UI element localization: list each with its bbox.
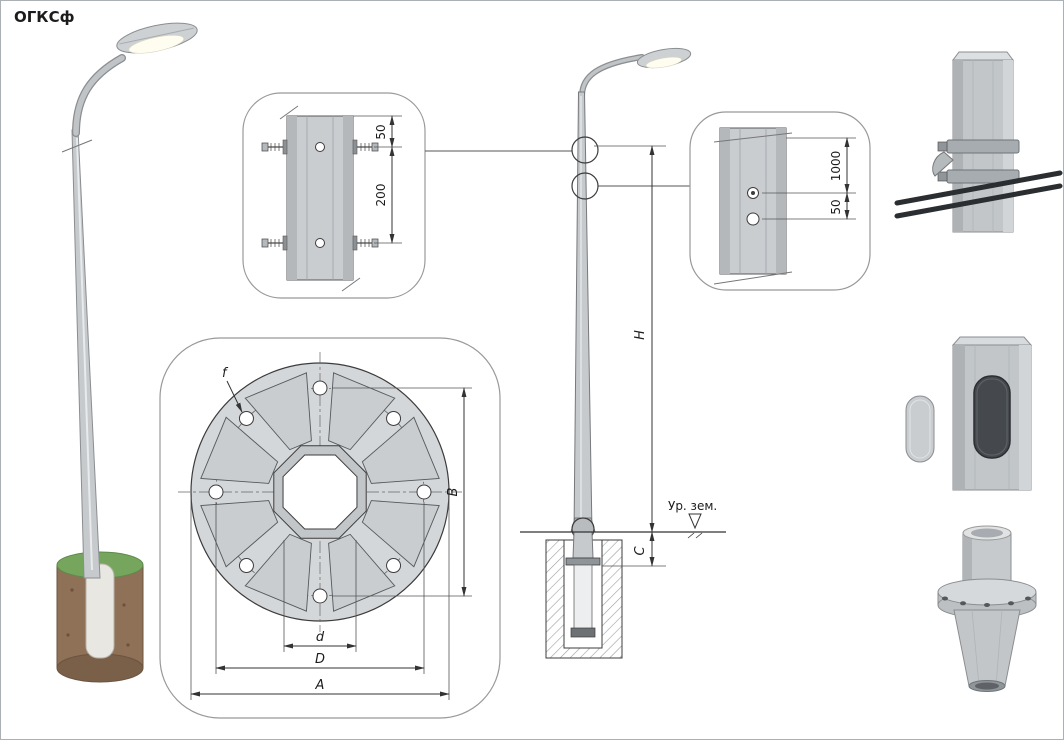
render-access-door [905, 336, 1033, 491]
facet-shade [287, 116, 297, 280]
dim-label-D: D [315, 652, 325, 667]
flange-gussets [200, 372, 440, 612]
render-base-flange [937, 525, 1037, 692]
suspension-rod [894, 183, 1063, 219]
ground-tick [695, 532, 703, 539]
dim-label-f: f [222, 366, 229, 381]
soil-speckle [70, 588, 74, 592]
flange-hole [208, 484, 224, 500]
facet-shade [963, 533, 972, 588]
callout-right-detail: 1000 50 [689, 111, 871, 291]
luminaire-ridge [119, 27, 194, 45]
foundation-hatch [546, 540, 622, 658]
clamp-hole [315, 142, 325, 152]
prism-top-face [951, 336, 1033, 346]
flange-bolt-hole [960, 601, 966, 606]
facet-shade [343, 116, 353, 280]
band-clamp [946, 139, 1020, 154]
dim-label-H: H [633, 330, 648, 340]
door-opening [973, 375, 1011, 459]
ground-label: Ур. зем. [668, 499, 717, 513]
flange-holes [208, 380, 432, 604]
dim-label-1000: 1000 [829, 151, 843, 182]
tube-bore [971, 528, 1003, 538]
grounding-bolt-center [751, 191, 755, 195]
facet-shade [776, 128, 786, 274]
flange-bolt-hole [942, 596, 948, 601]
dim-label-C: C [633, 546, 648, 556]
bolt-head [261, 142, 269, 152]
door-cover-highlight [909, 399, 931, 459]
pole-highlight [76, 137, 93, 571]
suspension-rod [894, 170, 1063, 206]
dim-label-B: B [446, 487, 461, 496]
drawing-title: ОГКСф [14, 8, 75, 26]
dim-label-d: d [316, 630, 325, 645]
suspension-wedge [932, 151, 954, 177]
bracket-arm [580, 55, 644, 98]
ground-tick [687, 532, 695, 539]
pole-base-flare [570, 517, 596, 533]
flange-hole [312, 588, 328, 604]
luminaire-glow [128, 34, 185, 54]
clamp-plate [282, 139, 288, 155]
pole-joint-mark [61, 139, 93, 153]
flange-top [937, 578, 1037, 606]
flange-hole [312, 380, 328, 396]
break-mark [279, 105, 299, 120]
clamp-hole [315, 238, 325, 248]
callout-flange-plan: f B d D A [159, 337, 501, 719]
pole-elevation: Ур. зем. H C [425, 47, 726, 659]
flange-bolt-hole [1025, 596, 1031, 601]
facet-line [971, 609, 980, 687]
bracket-arm [73, 55, 125, 136]
flange-hole [416, 484, 432, 500]
facet-shade [720, 128, 730, 274]
leader-f [226, 380, 243, 413]
clamp-bolt-block [937, 141, 948, 152]
flange-bolt-hole [1008, 601, 1014, 606]
render-top-clamps [894, 51, 1063, 233]
dim-label-50: 50 [829, 199, 843, 214]
flange-bolt-hole [984, 603, 990, 607]
clamp-bolt [261, 139, 288, 155]
break-mark [713, 132, 793, 143]
door-cover [905, 395, 935, 463]
detail-marker-circle [571, 136, 599, 164]
soil-speckle [126, 643, 130, 647]
soil-speckle [66, 633, 70, 637]
facet-shade [1019, 345, 1031, 490]
pole-section [719, 127, 787, 275]
luminaire [636, 47, 692, 69]
foundation-sleeve [85, 563, 115, 659]
facet-line [995, 609, 1003, 687]
callout-top-detail: 50 200 [242, 92, 426, 299]
detail-marker-circle [571, 172, 599, 200]
drain-hole [746, 212, 760, 226]
break-mark [713, 271, 793, 285]
luminaire [116, 22, 198, 54]
door-opening-rim [976, 378, 1008, 456]
dim-label-200: 200 [374, 184, 388, 207]
dim-label-50: 50 [374, 124, 388, 139]
skirt-bore [975, 682, 999, 690]
break-mark [341, 277, 361, 292]
octagon-hole [282, 454, 358, 530]
base-flange [565, 557, 601, 566]
soil-speckle [122, 603, 126, 607]
prism-top-face [952, 51, 1014, 61]
anchor-tube [573, 564, 593, 636]
anchor-cap [570, 627, 596, 638]
luminaire-glow [645, 56, 682, 69]
render-pole-3d [56, 22, 198, 683]
facet-shade [953, 345, 965, 490]
clamp-bolt-block [937, 171, 948, 182]
ground-level-mark [688, 513, 702, 530]
dim-label-A: A [315, 678, 325, 693]
pole-embedded [572, 531, 594, 559]
gusset [328, 372, 396, 451]
